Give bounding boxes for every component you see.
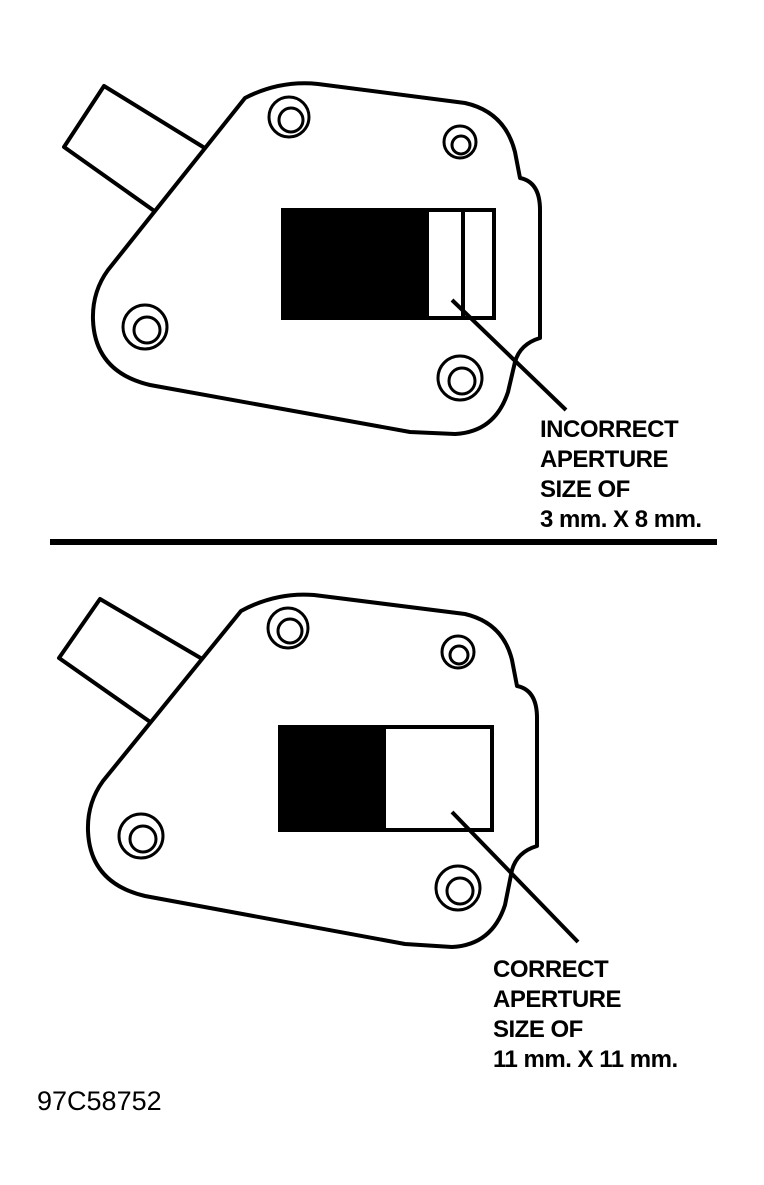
incorrect-callout-line-4: 3 mm. X 8 mm.	[540, 506, 702, 533]
callout-leader-line	[450, 810, 580, 944]
mounting-hole-top-right	[440, 634, 476, 670]
correct-callout-line-2: APERTURE	[493, 986, 622, 1013]
mounting-hole-bottom-right	[434, 864, 482, 912]
mounting-hole-bottom-right	[436, 354, 484, 402]
incorrect-callout-line-2: APERTURE	[540, 446, 669, 473]
mounting-hole-top-left	[267, 95, 311, 139]
mounting-hole-top-left	[266, 606, 310, 650]
correct-aperture-panel: CORRECT APERTURE SIZE OF 11 mm. X 11 mm.	[57, 592, 678, 1073]
correct-callout-line-3: SIZE OF	[493, 1016, 583, 1043]
mounting-hole-bottom-left	[121, 303, 169, 351]
callout-leader-line	[450, 298, 568, 412]
aperture-blocked-area	[283, 210, 429, 318]
correct-callout-line-1: CORRECT	[493, 956, 609, 983]
incorrect-callout-line-3: SIZE OF	[540, 476, 630, 503]
figure-id: 97C58752	[37, 1086, 162, 1116]
incorrect-aperture-panel: INCORRECT APERTURE SIZE OF 3 mm. X 8 mm.	[62, 81, 702, 533]
mounting-hole-top-right	[442, 124, 478, 160]
incorrect-callout-line-1: INCORRECT	[540, 416, 679, 443]
aperture-blocked-area	[280, 727, 386, 830]
mounting-hole-bottom-left	[117, 812, 165, 860]
correct-callout-line-4: 11 mm. X 11 mm.	[493, 1046, 678, 1073]
